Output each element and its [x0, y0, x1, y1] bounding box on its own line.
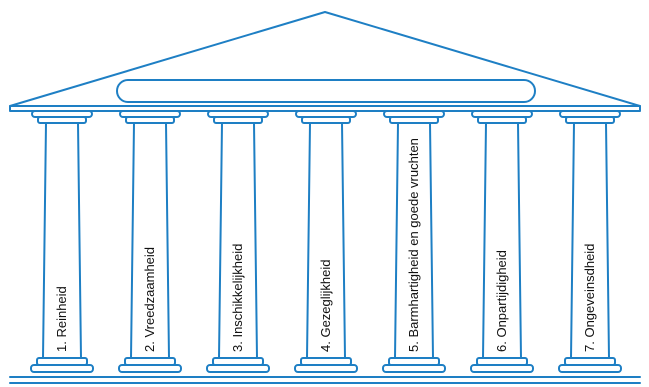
column-base-upper: [36, 357, 88, 366]
column-label: 6. Onpartijdigheid: [494, 250, 509, 352]
column-base-lower: [470, 364, 534, 373]
column-5: 5. Barmhartigheid en goede vruchten: [382, 110, 446, 373]
column-base-upper: [124, 357, 176, 366]
column-3: 3. Inschikkelijkheid: [206, 110, 270, 373]
column-base-upper: [476, 357, 528, 366]
column-label: 4. Gezeglijkheid: [318, 260, 333, 353]
column-base-upper: [212, 357, 264, 366]
temple-base: [9, 376, 641, 384]
column-2: 2. Vreedzaamheid: [118, 110, 182, 373]
column-label: 7. Ongeveinsdheid: [582, 244, 597, 352]
column-base-lower: [294, 364, 358, 373]
column-base-lower: [382, 364, 446, 373]
column-label: 2. Vreedzaamheid: [142, 247, 157, 352]
roof-inner-panel: [116, 79, 536, 103]
column-1: 1. Reinheid: [30, 110, 94, 373]
column-base-lower: [30, 364, 94, 373]
columns-group: 1. Reinheid 2. Vreedzaamheid 3. Inschikkel…: [30, 110, 622, 373]
column-6: 6. Onpartijdigheid: [470, 110, 534, 373]
column-base-lower: [206, 364, 270, 373]
column-base-upper: [564, 357, 616, 366]
column-base-upper: [300, 357, 352, 366]
column-label: 5. Barmhartigheid en goede vruchten: [406, 138, 421, 352]
column-label: 3. Inschikkelijkheid: [230, 244, 245, 352]
column-base-lower: [118, 364, 182, 373]
column-label: 1. Reinheid: [54, 286, 69, 352]
column-base-lower: [558, 364, 622, 373]
column-base-upper: [388, 357, 440, 366]
column-7: 7. Ongeveinsdheid: [558, 110, 622, 373]
column-4: 4. Gezeglijkheid: [294, 110, 358, 373]
